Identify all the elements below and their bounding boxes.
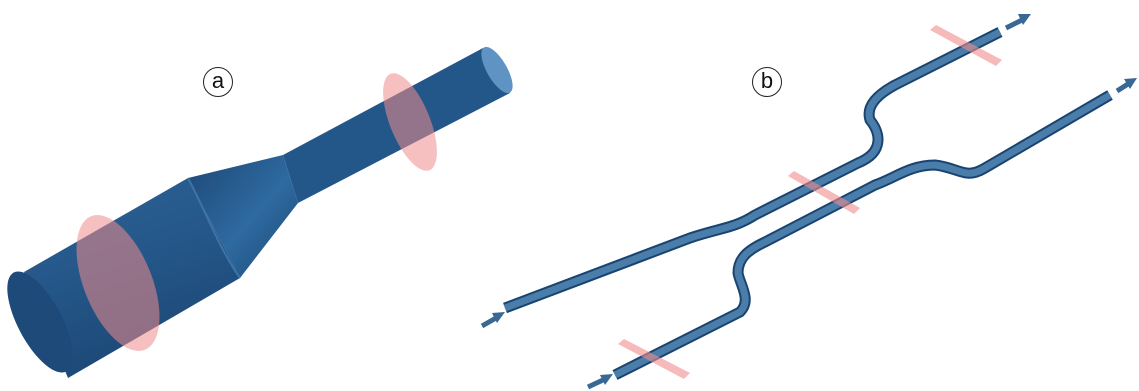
panel-label-a: a [203,67,233,97]
coupler-figure [482,14,1137,387]
tapered-fiber-figure [0,42,519,381]
output-arrow-lower [1117,78,1137,91]
panel-label-b: b [752,67,782,97]
output-arrow-upper [1006,14,1031,28]
input-arrow-lower [588,374,613,387]
input-arrow-upper [482,312,505,326]
